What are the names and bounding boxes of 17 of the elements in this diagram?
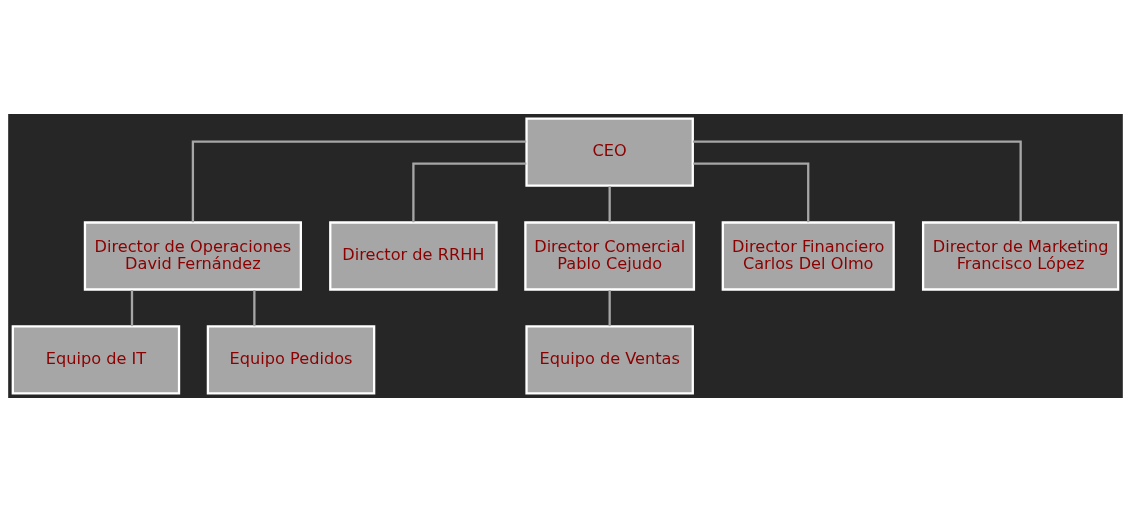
connector [608, 186, 611, 223]
node-box: Director de RRHH [329, 221, 498, 291]
connector [608, 290, 611, 327]
node-box: Director Financiero Carlos Del Olmo [721, 221, 895, 291]
node-box: Equipo de Ventas [525, 325, 694, 395]
node-box: CEO [525, 117, 694, 187]
node-box: Director de Operaciones David Fernández [83, 221, 302, 291]
connector [253, 290, 256, 327]
node-box: Equipo Pedidos [206, 325, 376, 395]
node-box: Equipo de IT [11, 325, 181, 395]
connector [191, 140, 527, 223]
connector [693, 162, 810, 223]
node-box: Director de Marketing Francisco López [921, 221, 1120, 291]
connector [412, 162, 527, 223]
connector [130, 290, 134, 327]
connector [692, 140, 1022, 223]
node-box: Director Comercial Pablo Cejudo [524, 221, 696, 291]
